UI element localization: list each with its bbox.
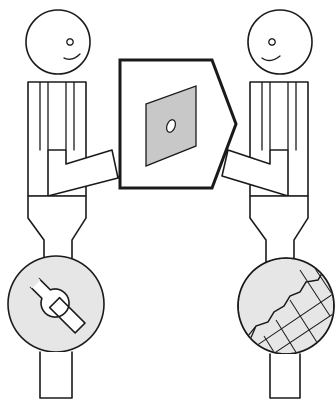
disc-icon (145, 85, 197, 167)
wrench-icon (20, 268, 86, 334)
left-figure-head (25, 9, 91, 75)
right-figure (221, 9, 335, 399)
left-figure-legs (27, 195, 87, 263)
left-figure (7, 9, 119, 399)
center-package (118, 58, 238, 190)
right-figure-head (247, 9, 313, 75)
left-figure-feet (39, 351, 73, 399)
right-figure-legs (249, 195, 309, 263)
right-figure-badge (237, 257, 335, 355)
right-figure-feet (269, 353, 301, 399)
left-figure-badge (7, 255, 105, 353)
